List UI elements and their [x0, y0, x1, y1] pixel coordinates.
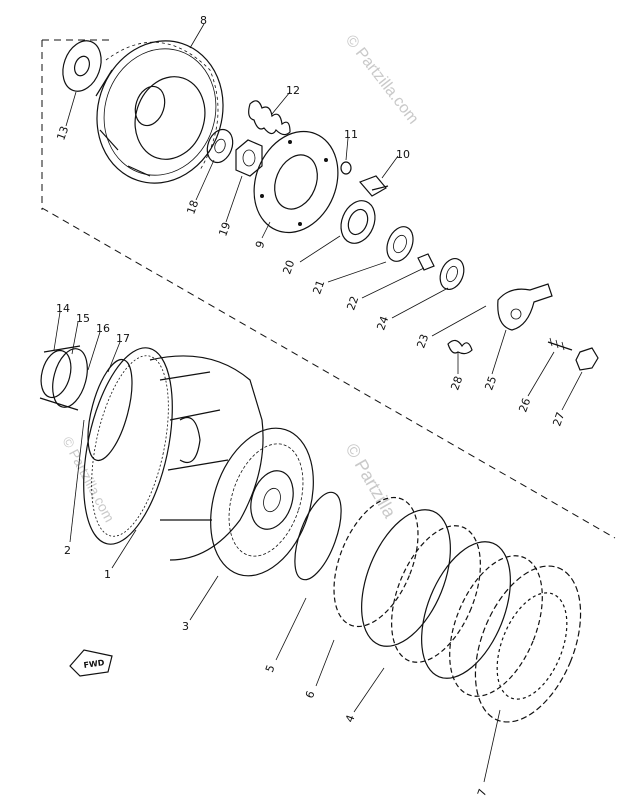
watermark-top: © Partzilla.com	[342, 32, 422, 127]
callout-20: 20	[280, 258, 297, 276]
watermarks: © Partzilla.com © Partzilla © Partzilla.…	[59, 32, 421, 525]
callout-8: 8	[200, 14, 207, 27]
part-11-10-bolt	[340, 161, 389, 197]
leader-lines	[53, 23, 583, 783]
part-20-21-bearing	[340, 200, 414, 262]
callout-9: 9	[253, 239, 268, 250]
watermark-middle: © Partzilla	[342, 440, 401, 522]
part-8-primary-gear	[95, 40, 224, 184]
callout-13: 13	[54, 124, 71, 142]
callout-25: 25	[482, 374, 499, 392]
callout-6: 6	[303, 689, 318, 700]
callout-5: 5	[263, 663, 278, 674]
part-19-nut	[235, 139, 263, 177]
fwd-arrow: FWD	[69, 649, 113, 677]
callout-23: 23	[414, 332, 431, 350]
callout-22: 22	[344, 294, 361, 312]
callout-numbers: 8 13 12 18 19 9 11 10 20 21 22 24 23 28 …	[54, 14, 567, 798]
callout-14: 14	[56, 302, 70, 315]
assembly-frame	[41, 39, 616, 539]
callout-24: 24	[374, 314, 391, 332]
parts-4-6-7-plate-stack	[333, 496, 582, 723]
part-13-washer	[62, 40, 102, 92]
callout-26: 26	[516, 396, 533, 414]
fwd-marker-label: FWD	[83, 658, 105, 670]
callout-7: 7	[475, 787, 490, 798]
callout-3: 3	[182, 620, 189, 633]
callout-19: 19	[216, 220, 233, 238]
part-5-circlip	[294, 491, 342, 581]
callout-1: 1	[104, 568, 111, 581]
callout-4: 4	[343, 713, 358, 724]
part-22-24-pushrod	[417, 253, 465, 290]
part-1-clutch-housing	[83, 347, 264, 561]
callout-21: 21	[310, 278, 327, 296]
callout-27: 27	[550, 410, 567, 428]
callout-15: 15	[76, 312, 90, 325]
part-18-washer	[206, 128, 234, 164]
part-25-28-lever	[447, 283, 599, 371]
part-12-spring	[248, 100, 291, 136]
part-3-clutch-boss	[210, 427, 314, 577]
callout-28: 28	[448, 374, 465, 392]
callout-17: 17	[116, 332, 130, 345]
part-14-17-boss	[39, 345, 133, 462]
callout-2: 2	[64, 544, 71, 557]
part-9-pressure-plate	[253, 130, 339, 234]
callout-12: 12	[286, 84, 300, 97]
callout-18: 18	[184, 198, 201, 216]
callout-16: 16	[96, 322, 110, 335]
callout-10: 10	[396, 148, 410, 161]
callout-11: 11	[344, 128, 358, 141]
